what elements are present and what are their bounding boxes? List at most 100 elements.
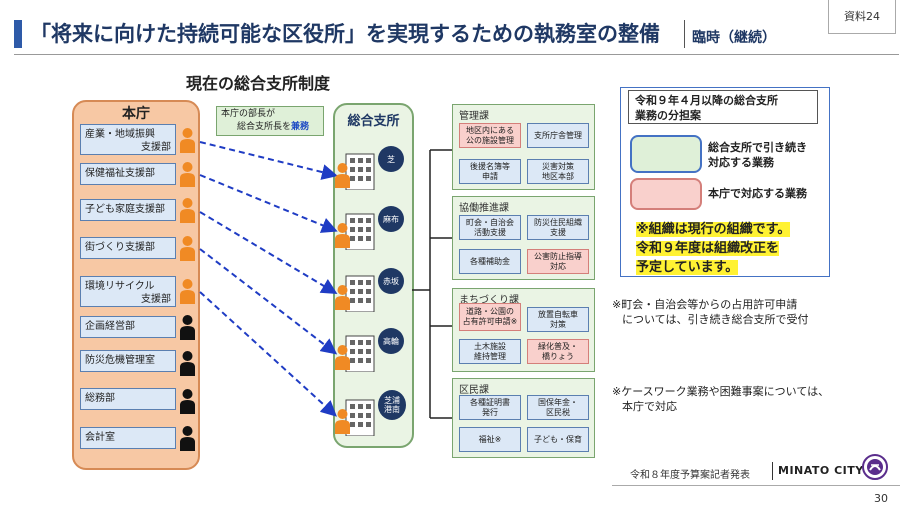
task-text: 放置自転車 (538, 309, 578, 319)
person-black-icon (180, 426, 195, 451)
task-cell: 防災住民組織支援 (527, 215, 589, 240)
minato-city-logo-icon (862, 454, 888, 480)
section-title: 協働推進課 (459, 203, 509, 214)
occupancy-permit-note: ※町会・自治会等からの占用許可申請 については、引き続き総合支所で受付 (612, 297, 808, 327)
task-text: 発行 (482, 407, 498, 417)
task-text: 地区本部 (542, 171, 574, 181)
branch-name: 芝 (387, 154, 395, 164)
section-kanri: 管理課 地区内にある公の施設管理 支所庁舎管理 後援名簿等申請 災害対策地区本部 (452, 104, 595, 190)
building-icon (345, 213, 375, 250)
task-text: 土木施設 (474, 341, 506, 351)
department-label: 環境リサイクル (85, 281, 155, 292)
person-orange-icon (335, 223, 350, 248)
note-emphasis: 兼務 (291, 122, 310, 132)
section-title: 区民課 (459, 385, 489, 396)
branch-label: 芝 (378, 146, 404, 172)
department-box: 総務部 (80, 388, 176, 410)
branch-name-line2: 港南 (384, 405, 400, 414)
footer-event: 令和８年度予算案記者発表 (630, 470, 750, 481)
branch-label: 高輪 (378, 328, 404, 354)
page-number: 30 (874, 492, 888, 505)
organization-note: ※組織は現行の組織です。 令和９年度は組織改正を 予定しています。 (636, 220, 824, 277)
person-orange-icon (335, 163, 350, 188)
person-black-icon (180, 389, 195, 414)
branch-office-title: 総合支所 (347, 114, 400, 129)
task-cell: 放置自転車対策 (527, 307, 589, 332)
task-text: 支援 (550, 227, 566, 237)
task-text: 後援名簿等 (470, 161, 510, 171)
legend-title-line: 業務の分担案 (635, 109, 701, 122)
task-cell: 支所庁舎管理 (527, 123, 589, 148)
document-reference: 資料24 (828, 0, 896, 34)
person-black-icon (180, 315, 195, 340)
task-cell: 町会・自治会活動支援 (459, 215, 521, 240)
task-cell: 公害防止指導対応 (527, 249, 589, 274)
department-box: 環境リサイクル支援部 (80, 276, 176, 307)
title-divider (684, 20, 685, 48)
task-text: 対策 (550, 319, 566, 329)
task-text: 支所庁舎管理 (534, 130, 582, 140)
legend-red-label: 本庁で対応する業務 (708, 187, 807, 200)
department-box: 企画経営部 (80, 316, 176, 338)
highlighted-note-line: 令和９年度は組織改正を (636, 241, 780, 256)
task-text: 活動支援 (474, 227, 506, 237)
person-orange-icon (180, 279, 195, 304)
legend-green-label: 総合支所で引き続き 対応する業務 (708, 140, 807, 170)
task-text: 地区内にある (466, 125, 514, 135)
task-cell: 地区内にある公の施設管理 (459, 123, 521, 148)
branch-name: 高輪 (383, 336, 399, 346)
department-box: 産業・地域振興支援部 (80, 124, 176, 155)
department-label: 保健福祉支援部 (85, 168, 155, 179)
department-label: 支援部 (141, 142, 171, 153)
legend-title-line: 令和９年４月以降の総合支所 (635, 94, 778, 107)
page-subtitle: 臨時（継続） (692, 30, 776, 46)
building-icon (345, 275, 375, 312)
highlighted-note-line: ※組織は現行の組織です。 (636, 222, 791, 237)
person-orange-icon (335, 345, 350, 370)
department-label: 防災危機管理室 (85, 355, 155, 366)
task-text: 国保年金・ (538, 397, 578, 407)
task-text: 公の施設管理 (466, 135, 514, 145)
footer-divider (772, 462, 773, 480)
building-icon (345, 399, 375, 436)
branch-label: 麻布 (378, 206, 404, 232)
branch-takanawa: 高輪 (335, 322, 410, 376)
header-rule (14, 54, 899, 55)
task-cell: 福祉※ (459, 427, 521, 452)
task-text: 防災住民組織 (534, 217, 582, 227)
task-text: 占有許可申請※ (462, 317, 518, 326)
department-label: 支援部 (141, 294, 171, 305)
branch-shiba: 芝 (335, 140, 410, 194)
legend-swatch-green (630, 135, 702, 173)
task-cell: 各種証明書発行 (459, 395, 521, 420)
task-text: 福祉※ (478, 434, 502, 444)
task-cell: 後援名簿等申請 (459, 159, 521, 184)
diagram-heading: 現在の総合支所制度 (186, 74, 331, 93)
page-title: 「将来に向けた持続可能な区役所」を実現するための執務室の整備 (30, 22, 660, 46)
person-orange-icon (335, 285, 350, 310)
dashed-arrow (199, 248, 338, 355)
footer-city: MINATO CITY (778, 464, 864, 477)
concurrent-post-note: 本庁の部長が 総合支所長を兼務 (216, 106, 324, 136)
department-box: 保健福祉支援部 (80, 163, 176, 185)
department-label: 産業・地域振興 (85, 129, 155, 140)
task-text: 区民税 (546, 407, 570, 417)
department-box: 子ども家庭支援部 (80, 199, 176, 221)
note-line: 本庁で対応 (622, 400, 677, 413)
section-kumin: 区民課 各種証明書発行 国保年金・区民税 福祉※ 子ども・保育 (452, 378, 595, 458)
note-line-2-text: 総合支所長を (237, 122, 292, 132)
person-black-icon (180, 351, 195, 376)
legend-label-line: 総合支所で引き続き (708, 141, 807, 154)
department-label: 総務部 (85, 393, 115, 404)
branch-shibaura-konan: 芝浦港南 (335, 386, 410, 440)
dashed-arrow (199, 141, 338, 180)
task-text: 緑化普及・ (538, 341, 578, 351)
person-orange-icon (180, 198, 195, 223)
dashed-arrow (199, 211, 338, 295)
building-icon (345, 153, 375, 190)
branch-label: 芝浦港南 (378, 390, 406, 420)
branch-akasaka: 赤坂 (335, 262, 410, 316)
task-text: 災害対策 (542, 161, 574, 171)
casework-note: ※ケースワーク業務や困難事案については、 本庁で対応 (612, 384, 829, 414)
note-line: ※ケースワーク業務や困難事案については、 (612, 385, 830, 398)
